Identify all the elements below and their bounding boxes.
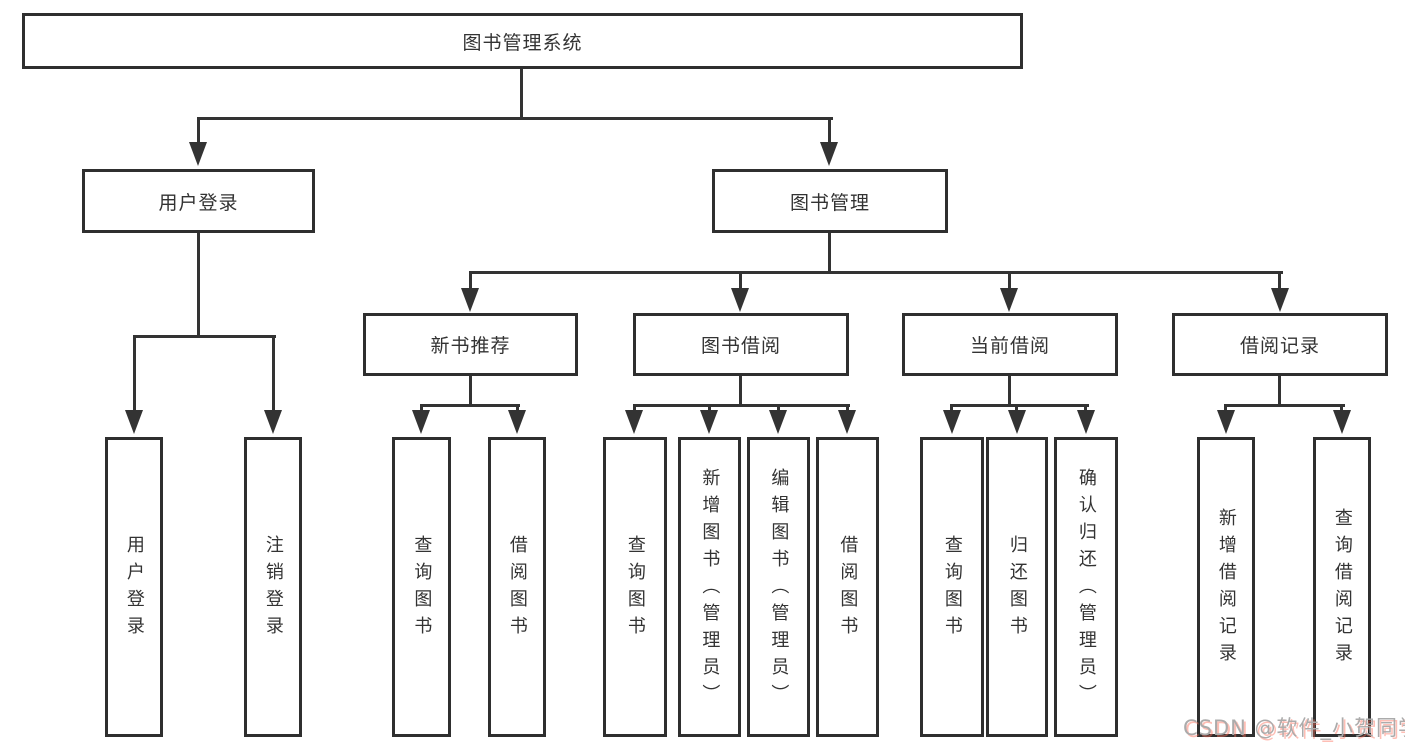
arrow-to-leaf-add-books <box>700 410 718 434</box>
arrow-to-leaf-query-books-2 <box>625 410 643 434</box>
leaf-label: 查询图书 <box>411 535 433 643</box>
node-library-management-system: 图书管理系统 <box>22 13 1023 69</box>
connector-current-borrow-stub-2 <box>1015 404 1018 414</box>
node-label: 当前借阅 <box>969 335 1050 357</box>
connector-borrow-record-stub-1 <box>1224 404 1227 414</box>
connector-root-right-stub <box>828 117 831 146</box>
arrow-to-leaf-edit-books <box>769 410 787 434</box>
arrow-to-leaf-query-books-3 <box>943 410 961 434</box>
node-label: 新书推荐 <box>430 335 511 357</box>
arrow-to-book-management <box>820 142 838 166</box>
arrow-to-leaf-query-books-1 <box>412 410 430 434</box>
arrow-to-book-borrow <box>731 288 749 312</box>
connector-user-login-stub-2 <box>272 335 275 412</box>
arrow-to-leaf-confirm-return <box>1077 410 1095 434</box>
leaf-label: 借阅图书 <box>837 535 859 643</box>
connector-root-drop <box>520 69 523 118</box>
leaf-query-books-borrow: 查询图书 <box>603 437 667 737</box>
leaf-label: 查询图书 <box>941 535 963 643</box>
connector-current-borrow-stub-3 <box>1084 404 1087 414</box>
arrow-to-borrow-record <box>1271 288 1289 312</box>
connector-root-left-stub <box>197 117 200 146</box>
node-new-book-recommend: 新书推荐 <box>363 313 578 376</box>
leaf-query-borrow-record: 查询借阅记录 <box>1313 437 1371 737</box>
arrow-to-leaf-borrow-books-2 <box>838 410 856 434</box>
leaf-label: 查询图书 <box>624 535 646 643</box>
leaf-label: 借阅图书 <box>506 535 528 643</box>
leaf-label: 编辑图书（管理员） <box>768 467 790 711</box>
leaf-label: 新增借阅记录 <box>1215 508 1237 670</box>
csdn-watermark: CSDN @软件_小贺同学 <box>1183 716 1405 740</box>
leaf-return-books: 归还图书 <box>986 437 1048 737</box>
leaf-label: 归还图书 <box>1006 535 1028 643</box>
connector-book-mgmt-stub-1 <box>469 271 472 289</box>
leaf-label: 用户登录 <box>123 535 145 643</box>
connector-book-borrow-split <box>633 404 850 407</box>
node-label: 用户登录 <box>158 191 239 214</box>
connector-book-mgmt-stub-4 <box>1278 271 1281 289</box>
node-book-borrow: 图书借阅 <box>633 313 849 376</box>
connector-borrow-record-drop <box>1278 376 1281 406</box>
arrow-to-new-book-recommend <box>461 288 479 312</box>
connector-book-mgmt-drop <box>828 233 831 274</box>
connector-book-mgmt-stub-3 <box>1008 271 1011 289</box>
connector-book-borrow-stub-4 <box>846 404 849 414</box>
connector-current-borrow-drop <box>1008 376 1011 406</box>
connector-book-borrow-stub-3 <box>777 404 780 414</box>
connector-book-borrow-stub-2 <box>708 404 711 414</box>
leaf-borrow-books: 借阅图书 <box>816 437 879 737</box>
leaf-label: 新增图书（管理员） <box>699 467 721 711</box>
connector-book-mgmt-split <box>469 271 1283 274</box>
connector-new-book-drop <box>469 376 472 406</box>
leaf-borrow-books-recommend: 借阅图书 <box>488 437 546 737</box>
node-user-login: 用户登录 <box>82 169 315 233</box>
arrow-to-leaf-query-borrow-record <box>1333 410 1351 434</box>
connector-book-borrow-stub-1 <box>633 404 636 414</box>
leaf-query-books-recommend: 查询图书 <box>392 437 451 737</box>
connector-new-book-stub-1 <box>420 404 423 414</box>
arrow-to-leaf-borrow-books-1 <box>508 410 526 434</box>
node-borrow-record: 借阅记录 <box>1172 313 1388 376</box>
arrow-to-leaf-add-borrow-record <box>1217 410 1235 434</box>
arrow-to-leaf-return-books <box>1008 410 1026 434</box>
leaf-user-login: 用户登录 <box>105 437 163 737</box>
leaf-label: 注销登录 <box>262 535 284 643</box>
connector-user-login-drop <box>197 233 200 337</box>
connector-borrow-record-split <box>1224 404 1345 407</box>
leaf-label: 查询借阅记录 <box>1331 508 1353 670</box>
arrow-to-leaf-user-login <box>125 410 143 434</box>
arrow-to-leaf-logout <box>264 410 282 434</box>
arrow-to-current-borrow <box>1000 288 1018 312</box>
node-label: 图书管理系统 <box>462 31 583 54</box>
connector-root-split <box>197 117 833 120</box>
leaf-logout: 注销登录 <box>244 437 302 737</box>
connector-book-borrow-drop <box>739 376 742 406</box>
leaf-add-books-admin: 新增图书（管理员） <box>678 437 741 737</box>
connector-new-book-stub-2 <box>516 404 519 414</box>
leaf-add-borrow-record: 新增借阅记录 <box>1197 437 1255 737</box>
connector-current-borrow-split <box>950 404 1089 407</box>
arrow-to-user-login <box>189 142 207 166</box>
leaf-label: 确认归还（管理员） <box>1075 467 1097 711</box>
connector-book-mgmt-stub-2 <box>739 271 742 289</box>
leaf-query-books-current: 查询图书 <box>920 437 984 737</box>
leaf-confirm-return-admin: 确认归还（管理员） <box>1054 437 1118 737</box>
connector-new-book-split <box>420 404 520 407</box>
connector-user-login-split <box>133 335 276 338</box>
node-current-borrow: 当前借阅 <box>902 313 1118 376</box>
connector-user-login-stub-1 <box>133 335 136 412</box>
connector-current-borrow-stub-1 <box>950 404 953 414</box>
leaf-edit-books-admin: 编辑图书（管理员） <box>747 437 810 737</box>
node-label: 图书管理 <box>789 191 870 214</box>
node-label: 图书借阅 <box>700 335 781 357</box>
node-label: 借阅记录 <box>1239 335 1320 357</box>
node-book-management: 图书管理 <box>712 169 948 233</box>
connector-borrow-record-stub-2 <box>1340 404 1343 414</box>
